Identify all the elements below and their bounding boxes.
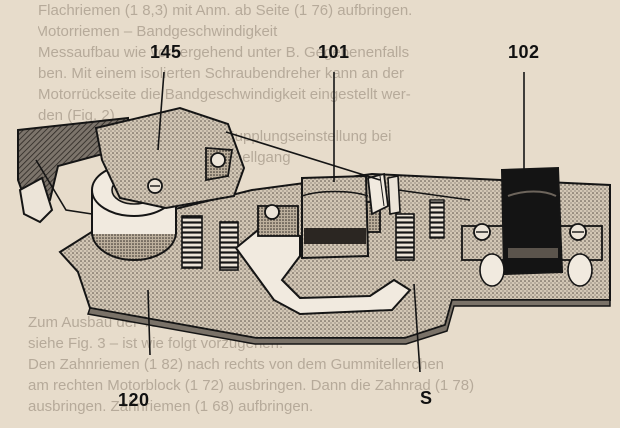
callout-120: 120 (118, 390, 150, 410)
callout-145: 145 (150, 42, 182, 62)
bg-text-line: Motorrückseite die Bandgeschwindigkeit e… (38, 86, 411, 103)
bg-text-line: Messaufbau wie vorhergehend unter B. Geg… (38, 44, 410, 61)
bg-text-line: b) Motorriemen – Bandgeschwindigkeit (38, 23, 278, 40)
bg-text-line: ausbringen. Zahnriemen (1 68) aufbringen… (28, 398, 314, 415)
coil-spring-middle (219, 221, 239, 271)
coil-spring-right (395, 213, 415, 261)
leader-s (413, 283, 421, 373)
coil-spring-left (181, 215, 203, 269)
head-101-screw-left (264, 204, 280, 220)
callout-102: 102 (508, 42, 540, 62)
bg-text-line: Flachriemen (1 8,3) mit Anm. ab Seite (1… (38, 2, 413, 19)
head-102-stand-right (567, 253, 593, 287)
slide-bracket (234, 228, 412, 316)
tape-line (225, 131, 471, 201)
head-102-body (500, 166, 564, 276)
leader-120 (147, 289, 151, 356)
leader-145 (157, 71, 165, 151)
bg-text-line: ben. Mit einem isolierten Schraubendrehe… (38, 65, 405, 82)
head-102-gap (508, 248, 558, 258)
spring-wire (35, 159, 93, 215)
head-101-front (301, 190, 369, 197)
bg-text-line: Den Zahnriemen (1 82) nach rechts von de… (28, 356, 445, 373)
bg-text-line: den (Fig. 2). (38, 107, 119, 124)
coil-spring-back (429, 199, 445, 239)
head-102-highlight (507, 190, 557, 197)
callout-s: S (420, 388, 433, 408)
head-101-body (301, 174, 370, 260)
head-102-stand-left (479, 253, 505, 287)
bg-text-line: am rechten Motorblock (1 72) ausbringen.… (28, 377, 475, 394)
arm-hook (18, 176, 54, 224)
head-101-gap (304, 228, 366, 244)
head-carrier-plate (94, 106, 246, 210)
bracket-screw (210, 152, 226, 168)
callout-101: 101 (318, 42, 350, 62)
bg-text-line: siehe Fig. 3 – ist wie folgt vorzugehen: (28, 335, 284, 352)
head-101-shield (367, 172, 389, 216)
tape-guide (387, 175, 401, 215)
base-plate-edge (87, 299, 611, 345)
